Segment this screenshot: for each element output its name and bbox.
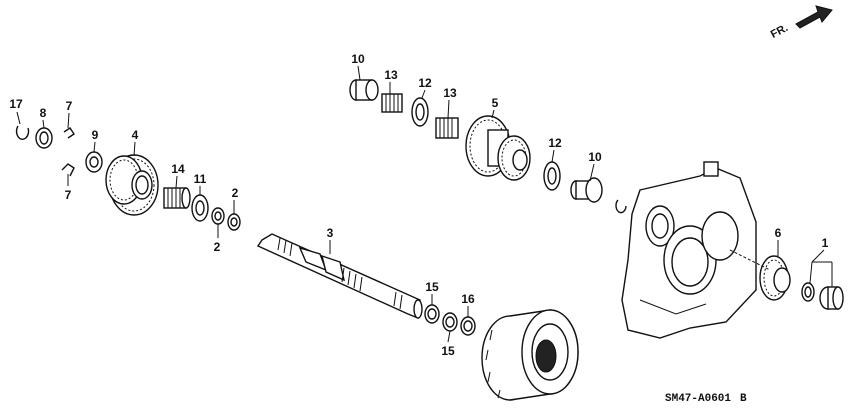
transmission-housing: [621, 161, 757, 339]
part-16-washer: [460, 316, 476, 336]
diagram-revision: B: [740, 393, 747, 405]
callout-12-a: 12: [418, 76, 432, 90]
callout-15-b: 15: [441, 344, 455, 358]
callout-4: 4: [132, 128, 139, 142]
part-1-nut: [819, 286, 844, 310]
callout-5: 5: [492, 96, 499, 110]
callout-1: 1: [822, 236, 829, 250]
callout-13-a: 13: [384, 68, 398, 82]
part-9-thrust-washer: [85, 151, 103, 173]
leader-lines: [16, 65, 833, 343]
part-8-washer: [35, 127, 53, 149]
callout-11: 11: [194, 172, 207, 186]
part-12-thrust-bearing-a: [411, 97, 429, 127]
callout-7-top: 7: [66, 99, 73, 113]
part-12-thrust-bearing-b: [543, 161, 561, 191]
part-1-washer: [801, 282, 815, 302]
callout-17: 17: [9, 97, 23, 111]
part-2-washer-b: [227, 213, 241, 231]
part-17-snap-ring: [15, 125, 30, 140]
callout-labels: 17 8 7 7 9 4 14 11 2 2 3 10 13 12 13 5 1…: [9, 52, 828, 358]
callout-2-b: 2: [214, 240, 221, 254]
callout-6: 6: [775, 226, 782, 240]
part-13-needle-bearing-b: [435, 117, 459, 139]
clutch-drum: [481, 309, 579, 401]
callout-12-b: 12: [548, 136, 562, 150]
part-10-collar-bottom: [570, 177, 603, 203]
snap-ring-small: [615, 199, 627, 214]
part-3-shaft: [256, 233, 423, 319]
part-7-clip-bottom: [61, 163, 75, 177]
callout-2-a: 2: [232, 186, 239, 200]
callout-13-b: 13: [443, 86, 457, 100]
diagram-code: SM47-A0601: [665, 393, 731, 405]
callout-9: 9: [92, 128, 99, 142]
part-15-washer-b: [442, 312, 458, 332]
callout-10-top: 10: [351, 52, 365, 66]
direction-label: FR.: [769, 22, 790, 41]
callout-3: 3: [327, 226, 334, 240]
callout-14: 14: [171, 162, 185, 176]
part-15-washer-a: [424, 304, 440, 324]
part-4-gear: [105, 154, 159, 216]
callout-15-a: 15: [425, 280, 439, 294]
callout-10-bottom: 10: [588, 150, 602, 164]
part-13-needle-bearing-a: [381, 93, 403, 113]
part-11-thrust-bearing: [191, 194, 209, 222]
callout-8: 8: [40, 106, 47, 120]
part-10-collar-top: [349, 79, 379, 101]
part-14-needle-bearing: [163, 187, 191, 209]
part-2-washer-a: [211, 207, 225, 225]
callout-16: 16: [461, 292, 475, 306]
front-direction-arrow-icon: FR.: [769, 5, 833, 41]
part-7-clip-top: [63, 127, 75, 139]
part-5-double-gear: [465, 115, 531, 181]
part-6-gear: [759, 255, 791, 301]
callout-7-bottom: 7: [65, 188, 72, 202]
